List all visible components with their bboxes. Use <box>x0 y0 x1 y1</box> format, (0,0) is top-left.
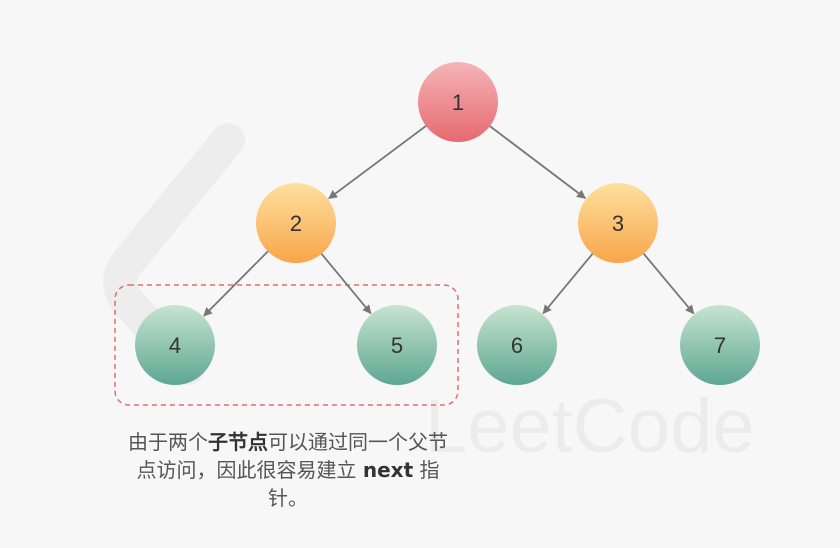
highlight-group-box <box>114 284 459 406</box>
edge-3-7 <box>641 251 695 315</box>
tree-node-2: 2 <box>256 183 336 263</box>
tree-node-label: 6 <box>511 333 523 358</box>
edge-3-6 <box>542 251 595 315</box>
caption: 由于两个子节点可以通过同一个父节点访问，因此很容易建立 next 指针。 <box>120 428 456 512</box>
tree-node-4: 4 <box>135 305 215 385</box>
tree-node-label: 1 <box>452 90 464 115</box>
caption-text-2: 可以通过同一个父节点访问，因此很容易建立 <box>136 430 449 482</box>
tree-node-7: 7 <box>680 305 760 385</box>
tree-node-circle <box>418 62 498 142</box>
tree-node-circle <box>578 183 658 263</box>
tree-node-circle <box>357 305 437 385</box>
tree-node-label: 2 <box>290 211 302 236</box>
tree-node-label: 3 <box>612 211 624 236</box>
edge-2-4 <box>203 249 270 317</box>
tree-node-label: 4 <box>169 333 181 358</box>
tree-node-6: 6 <box>477 305 557 385</box>
tree-node-1: 1 <box>418 62 498 142</box>
nodes-layer: 1 2 3 4 5 6 7 <box>135 62 760 385</box>
tree-node-5: 5 <box>357 305 437 385</box>
tree-node-circle <box>135 305 215 385</box>
leetcode-watermark: LeetCode <box>103 123 755 469</box>
edge-1-3 <box>487 124 587 199</box>
caption-emphasis-next: next <box>362 458 414 482</box>
tree-node-circle <box>256 183 336 263</box>
edge-2-5 <box>319 251 372 315</box>
tree-node-circle <box>477 305 557 385</box>
caption-text-3: 指针。 <box>268 458 440 510</box>
edges-layer <box>203 124 695 317</box>
caption-emphasis-child-nodes: 子节点 <box>208 430 268 454</box>
watermark-text: LeetCode <box>425 384 755 469</box>
tree-node-circle <box>680 305 760 385</box>
tree-node-label: 5 <box>391 333 403 358</box>
tree-node-label: 7 <box>714 333 726 358</box>
caption-text-1: 由于两个 <box>128 430 208 454</box>
leetcode-logo-icon <box>103 123 245 385</box>
edge-1-2 <box>328 124 429 200</box>
tree-node-3: 3 <box>578 183 658 263</box>
